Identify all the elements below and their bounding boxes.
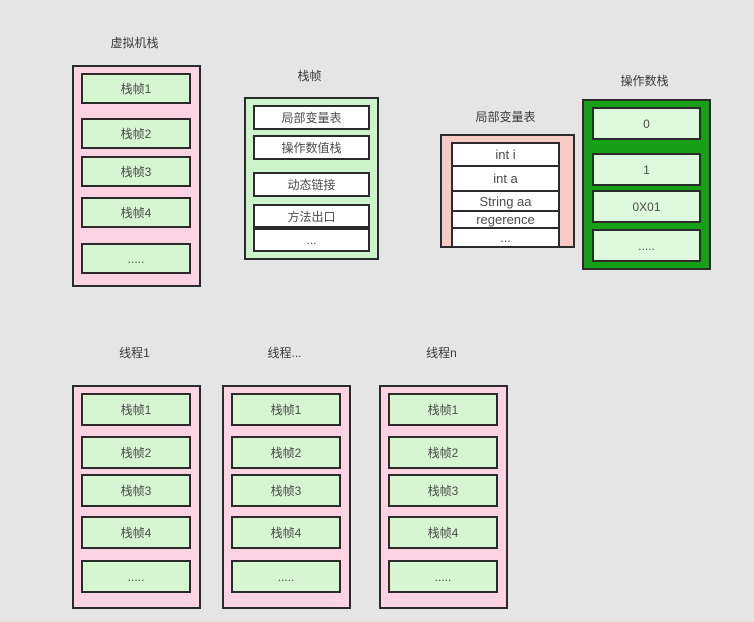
thread-n-title: 线程n [426,346,457,360]
vm-stack-frame-1: 栈帧1 [81,73,191,104]
local-var-int-a: int a [451,165,560,192]
local-var-table-rows: int i int a String aa regerence ... [451,142,560,248]
thread-n-container: 栈帧1 栈帧2 栈帧3 栈帧4 ..... [379,385,508,609]
thread-ellipsis-frame-2: 栈帧2 [231,436,341,469]
thread-1-frame-1: 栈帧1 [81,393,191,426]
stack-frame-method-exit: 方法出口 [253,204,370,228]
local-var-string-aa: String aa [451,190,560,212]
thread-ellipsis-frame-3: 栈帧3 [231,474,341,507]
local-var-table-title: 局部变量表 [475,110,536,124]
thread-ellipsis-title: 线程... [267,346,302,360]
vm-stack-container: 栈帧1 栈帧2 栈帧3 栈帧4 ..... [72,65,201,287]
stack-frame-container: 局部变量表 操作数值栈 动态链接 方法出口 ... [244,97,379,260]
operand-value-more: ..... [592,229,701,262]
operand-stack-container: 0 1 0X01 ..... [582,99,711,270]
thread-1-frame-more: ..... [81,560,191,593]
thread-ellipsis-frame-more: ..... [231,560,341,593]
thread-n-frame-1: 栈帧1 [388,393,498,426]
thread-n-frame-2: 栈帧2 [388,436,498,469]
thread-1-title: 线程1 [119,346,150,360]
stack-frame-local-var-table: 局部变量表 [253,105,370,130]
vm-stack-frame-3: 栈帧3 [81,156,191,187]
vm-stack-title: 虚拟机栈 [110,36,159,50]
thread-n-frame-3: 栈帧3 [388,474,498,507]
operand-value-0x01: 0X01 [592,190,701,223]
vm-stack-frame-2: 栈帧2 [81,118,191,149]
thread-ellipsis-container: 栈帧1 栈帧2 栈帧3 栈帧4 ..... [222,385,351,609]
stack-frame-more: ... [253,228,370,252]
vm-stack-frame-4: 栈帧4 [81,197,191,228]
local-var-table-container: int i int a String aa regerence ... [440,134,575,248]
local-var-int-i: int i [451,142,560,167]
vm-stack-frame-more: ..... [81,243,191,274]
thread-ellipsis-frame-4: 栈帧4 [231,516,341,549]
thread-n-frame-4: 栈帧4 [388,516,498,549]
thread-ellipsis-frame-1: 栈帧1 [231,393,341,426]
thread-1-frame-4: 栈帧4 [81,516,191,549]
operand-value-0: 0 [592,107,701,140]
stack-frame-title: 栈帧 [297,69,322,83]
operand-value-1: 1 [592,153,701,186]
stack-frame-operand-stack: 操作数值栈 [253,135,370,160]
thread-1-container: 栈帧1 栈帧2 栈帧3 栈帧4 ..... [72,385,201,609]
thread-1-frame-3: 栈帧3 [81,474,191,507]
thread-1-frame-2: 栈帧2 [81,436,191,469]
local-var-more: ... [451,227,560,248]
stack-frame-dynamic-link: 动态链接 [253,172,370,197]
operand-stack-title: 操作数栈 [620,74,669,88]
thread-n-frame-more: ..... [388,560,498,593]
